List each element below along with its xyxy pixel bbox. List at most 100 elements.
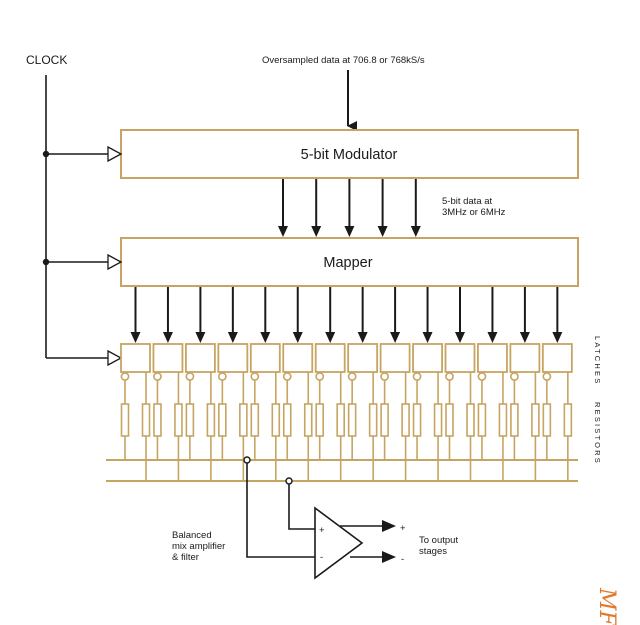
modulator-output-arrows (278, 179, 421, 237)
latch-box (379, 343, 411, 373)
inverter-bubble (250, 372, 260, 381)
arrow-head (422, 332, 433, 343)
latch-box (249, 343, 281, 373)
resistor (368, 403, 378, 437)
latch-box (444, 343, 476, 373)
bus-tap-node (243, 456, 251, 464)
resistors-label: RESISTORS (593, 402, 602, 465)
resistor (477, 403, 487, 437)
inverter-bubble (510, 372, 519, 381)
latch-box (184, 343, 216, 373)
inverter-bubble (477, 372, 487, 381)
resistor-array (120, 372, 573, 481)
latch-row (120, 343, 573, 381)
resistor (433, 403, 443, 437)
arrow-head (377, 226, 388, 237)
arrow-head (325, 332, 336, 343)
arrow-head (162, 332, 173, 343)
resistor (380, 403, 389, 437)
latches-label: LATCHES (593, 336, 602, 385)
latch-box (217, 343, 249, 373)
resistor (498, 403, 508, 437)
resistor (250, 403, 260, 437)
opamp-minus-input: - (320, 552, 323, 563)
arrow-head (410, 226, 421, 237)
inverter-bubble (380, 372, 389, 381)
latch-box (477, 343, 508, 373)
arrow-head (487, 332, 498, 343)
resistor (412, 403, 422, 437)
output-minus-label: - (401, 554, 404, 565)
resistor (563, 403, 573, 437)
input-label: Oversampled data at 706.8 or 768kS/s (262, 55, 425, 66)
data-rate-line2: 3MHz or 6MHz (442, 207, 506, 218)
inverter-bubble (347, 372, 357, 381)
opamp-symbol (314, 506, 364, 580)
arrow-head (278, 226, 288, 237)
inverter-bubble (120, 372, 130, 381)
amplifier-outputs (340, 520, 396, 563)
resistor (141, 403, 151, 437)
resistor (206, 403, 216, 437)
clock-input-triangle (107, 349, 123, 367)
inverter-bubble (153, 372, 162, 381)
resistor (336, 403, 346, 437)
amp-label-line2: mix amplifier (172, 541, 225, 552)
resistor (218, 403, 227, 437)
clock-label: CLOCK (26, 53, 67, 67)
resistor (401, 403, 410, 437)
inverter-bubble (217, 372, 227, 381)
arrow-head (195, 332, 206, 343)
arrow-head (519, 332, 530, 343)
latch-box (282, 343, 314, 373)
arrow-head (260, 332, 271, 343)
output-label-line2: stages (419, 546, 447, 557)
resistor (303, 403, 313, 437)
arrow-head (357, 332, 368, 343)
clock-junction (42, 258, 50, 266)
resistor (185, 403, 195, 437)
resistor (315, 403, 325, 437)
amplifier-wiring (246, 463, 315, 558)
arrow-head (227, 332, 238, 343)
inverter-bubble (315, 372, 325, 381)
clock-bus (42, 75, 123, 367)
resistor (531, 403, 540, 437)
resistor (347, 403, 357, 437)
latch-box (541, 343, 573, 373)
data-rate-line1: 5-bit data at (442, 196, 493, 207)
arrow-head (344, 226, 355, 237)
clock-junction (42, 150, 50, 158)
inverter-bubble (282, 372, 292, 381)
output-label-line1: To output (419, 535, 458, 546)
logo-mark: MF (594, 587, 619, 625)
resistor (445, 403, 454, 437)
latch-box (347, 343, 379, 373)
latch-box (120, 343, 151, 373)
output-plus-label: + (400, 523, 406, 534)
arrow-head (130, 332, 141, 343)
arrow-head (390, 332, 401, 343)
modulator-label: 5-bit Modulator (301, 147, 398, 163)
arrow-head (552, 332, 563, 343)
resistor (239, 403, 248, 437)
resistor (466, 403, 475, 437)
opamp-plus-input: + (319, 525, 325, 536)
amp-label-line3: & filter (172, 552, 199, 563)
modulator-box (120, 129, 579, 179)
resistor (510, 403, 519, 437)
mapper-label: Mapper (323, 255, 372, 271)
arrow-head (292, 332, 303, 343)
mapper-output-arrows (130, 287, 563, 343)
inverter-bubble (412, 372, 422, 381)
inverter-bubble (445, 372, 454, 381)
brand-logo: MF (594, 587, 619, 625)
resistor (271, 403, 281, 437)
resistor (153, 403, 162, 437)
inverter-bubble (542, 372, 552, 381)
clock-input-triangle (107, 253, 123, 271)
resistor (282, 403, 292, 437)
latch-box (152, 343, 184, 373)
inverter-bubble (185, 372, 195, 381)
